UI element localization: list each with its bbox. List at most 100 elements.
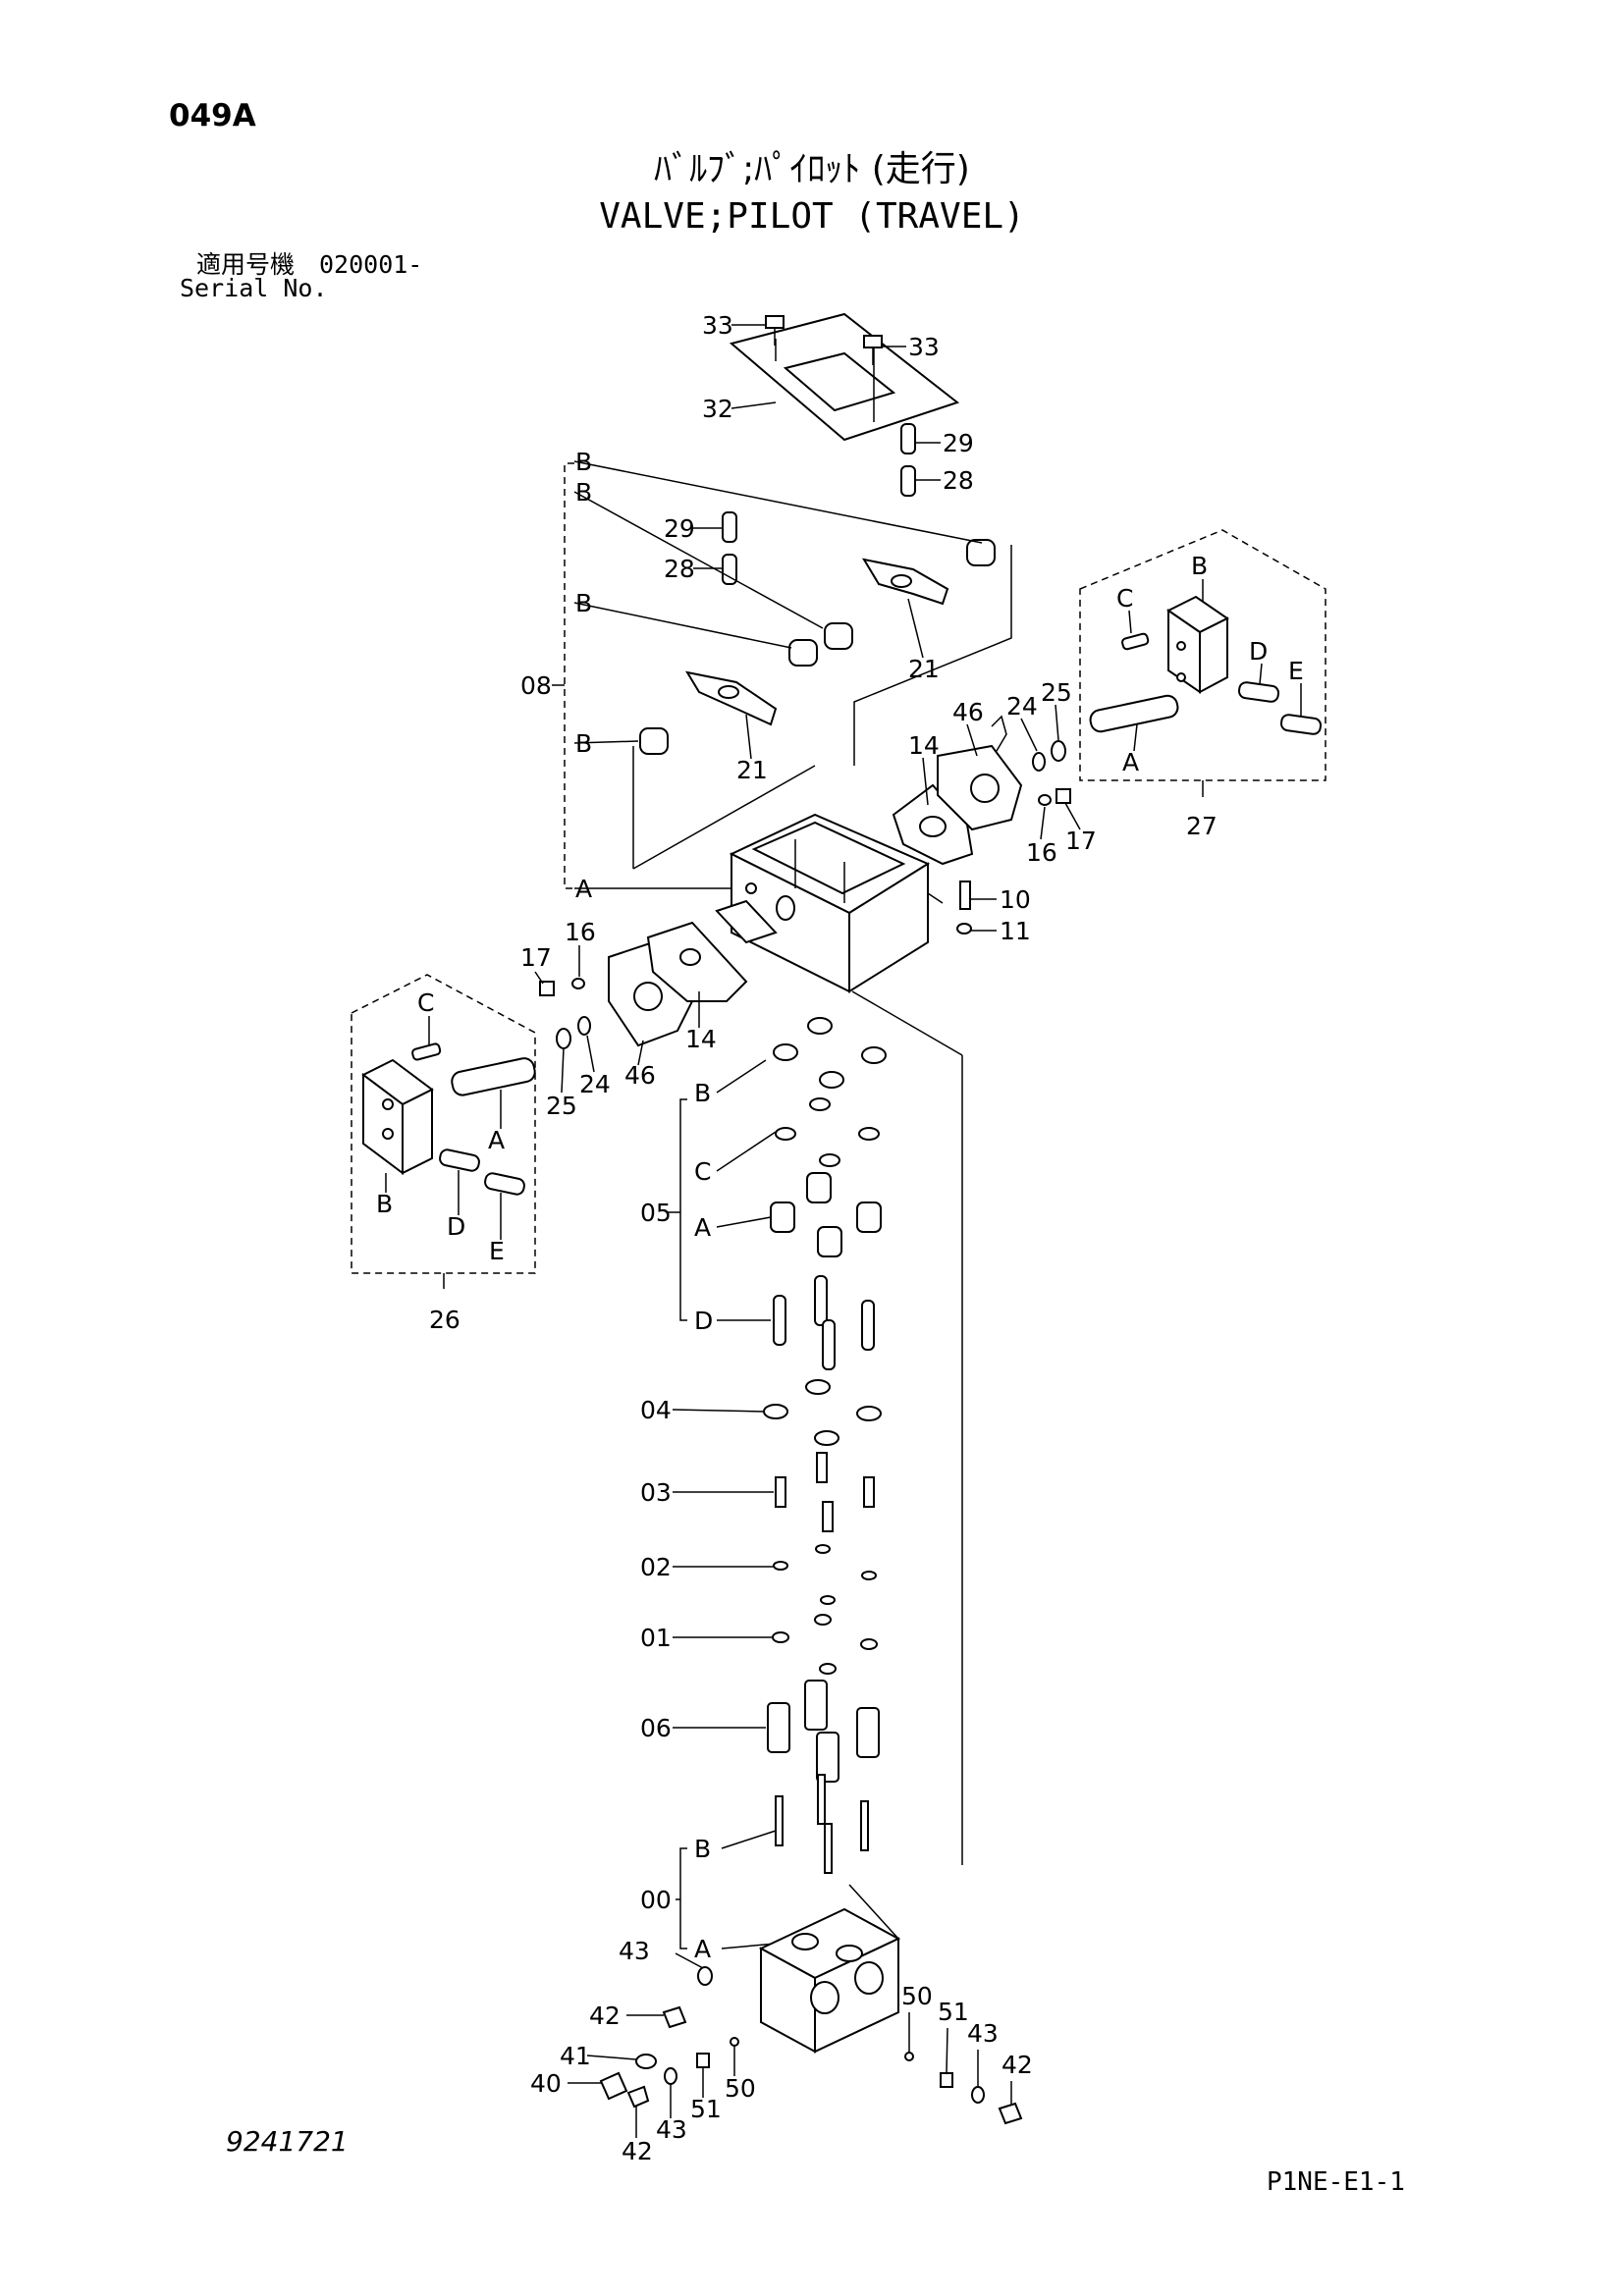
- o-ring-43-c: [971, 2086, 985, 2104]
- callout-27-b: B: [1191, 552, 1208, 580]
- callout-01: 01: [640, 1624, 672, 1652]
- callout-27-d: D: [1249, 637, 1268, 666]
- plug-42-c: [998, 2102, 1023, 2125]
- callout-26-c: C: [417, 988, 434, 1017]
- washer-04: [763, 1379, 882, 1446]
- callout-05: 05: [640, 1199, 672, 1227]
- screw-51-b: [940, 2072, 953, 2088]
- callout-24-right: 24: [1006, 692, 1038, 721]
- bushing-05-a: [770, 1172, 882, 1257]
- callout-50-b: 50: [901, 1982, 933, 2010]
- callout-16-right: 16: [1026, 838, 1057, 867]
- callout-29-left: 29: [664, 514, 695, 543]
- spool-27-a: [1089, 694, 1179, 733]
- washer-16-right: [1038, 794, 1052, 806]
- pin-27-e: [1279, 714, 1323, 735]
- drawing-number: 9241721: [226, 2125, 349, 2158]
- spring-03: [775, 1452, 875, 1532]
- callout-42-b: 42: [622, 2137, 653, 2165]
- ball-50-b: [904, 2052, 914, 2061]
- callout-03: 03: [640, 1478, 672, 1507]
- callout-43-c: 43: [967, 2019, 999, 2048]
- spring-06: [767, 1680, 880, 1783]
- serial-label-english: Serial No.: [180, 274, 328, 302]
- bolt-33-left: [765, 315, 785, 346]
- screw-10: [959, 881, 971, 910]
- title-japanese: ﾊﾞﾙﾌﾞ;ﾊﾟｲﾛｯﾄ (走行): [654, 149, 970, 189]
- callout-21-right: 21: [908, 655, 940, 683]
- part-02: [773, 1544, 877, 1605]
- part-01: [772, 1614, 878, 1675]
- callout-00-a: A: [694, 1935, 711, 1963]
- callout-14-right: 14: [908, 731, 940, 760]
- roller-b-2: [824, 622, 853, 650]
- main-body: [715, 813, 944, 993]
- callout-27: 27: [1186, 812, 1218, 840]
- washer-16-left: [571, 978, 585, 989]
- callout-17-right: 17: [1065, 827, 1097, 855]
- o-ring-43-b: [664, 2067, 677, 2085]
- page-code: 049A: [169, 98, 256, 133]
- title-english: VALVE;PILOT (TRAVEL): [599, 196, 1025, 237]
- screw-17-right: [1056, 788, 1071, 804]
- spool-26-a: [451, 1057, 536, 1096]
- callout-b-2: B: [575, 478, 592, 507]
- cover-plate-32: [729, 312, 960, 442]
- callout-02: 02: [640, 1553, 672, 1581]
- callout-29-right: 29: [943, 429, 974, 457]
- callout-05-b: B: [694, 1079, 711, 1107]
- callout-21-left: 21: [736, 756, 768, 784]
- callout-27-a: A: [1122, 748, 1139, 776]
- callout-05-c: C: [694, 1157, 711, 1186]
- push-rod-00-b: [775, 1774, 869, 1874]
- o-ring-05-c: [775, 1097, 880, 1167]
- callout-27-e: E: [1288, 657, 1304, 685]
- callout-42-a: 42: [589, 2002, 621, 2030]
- o-ring-24-right: [1032, 752, 1046, 772]
- casing-00-a: [758, 1884, 901, 2054]
- callout-43-b: 43: [656, 2115, 687, 2144]
- callout-28-left: 28: [664, 555, 695, 583]
- roller-b-4: [639, 727, 669, 755]
- roller-b-3: [788, 639, 818, 667]
- pin-28-right: [900, 465, 916, 497]
- callout-26-b: B: [376, 1190, 393, 1218]
- screw-17-left: [539, 981, 555, 996]
- pin-27-d: [1237, 681, 1280, 703]
- callout-27-c: C: [1116, 584, 1133, 613]
- callout-05-d: D: [694, 1307, 713, 1335]
- pin-26-e: [484, 1172, 525, 1196]
- callout-33-left: 33: [702, 311, 733, 340]
- bolt-33-right: [863, 335, 883, 365]
- pin-29-left: [722, 511, 737, 543]
- callout-00: 00: [640, 1886, 672, 1914]
- o-ring-41: [635, 2054, 657, 2069]
- callout-17-left: 17: [520, 943, 552, 972]
- washer-11: [956, 923, 972, 934]
- cam-21-right: [861, 558, 949, 606]
- o-ring-43-a: [697, 1966, 713, 1986]
- pin-26-c: [411, 1042, 442, 1061]
- sheet-code: P1NE-E1-1: [1267, 2167, 1405, 2197]
- callout-25-left: 25: [546, 1092, 577, 1120]
- callout-b-4: B: [575, 729, 592, 758]
- callout-50-a: 50: [725, 2074, 756, 2103]
- callout-24-left: 24: [579, 1070, 611, 1098]
- o-ring-25-left: [556, 1028, 571, 1049]
- callout-51-b: 51: [938, 1998, 969, 2026]
- callout-42-c: 42: [1001, 2051, 1033, 2079]
- callout-11: 11: [1000, 917, 1031, 945]
- plug-40: [599, 2071, 628, 2101]
- screw-51-a: [696, 2053, 710, 2068]
- callout-32: 32: [702, 395, 733, 423]
- callout-04: 04: [640, 1396, 672, 1424]
- callout-14-left: 14: [685, 1025, 717, 1053]
- callout-26-a: A: [488, 1126, 505, 1154]
- callout-b-3: B: [575, 589, 592, 617]
- block-26-b: [361, 1058, 434, 1175]
- pin-29-right: [900, 423, 916, 454]
- o-ring-24-left: [577, 1016, 591, 1036]
- pin-28-left: [722, 554, 737, 585]
- cam-21-left: [684, 670, 778, 726]
